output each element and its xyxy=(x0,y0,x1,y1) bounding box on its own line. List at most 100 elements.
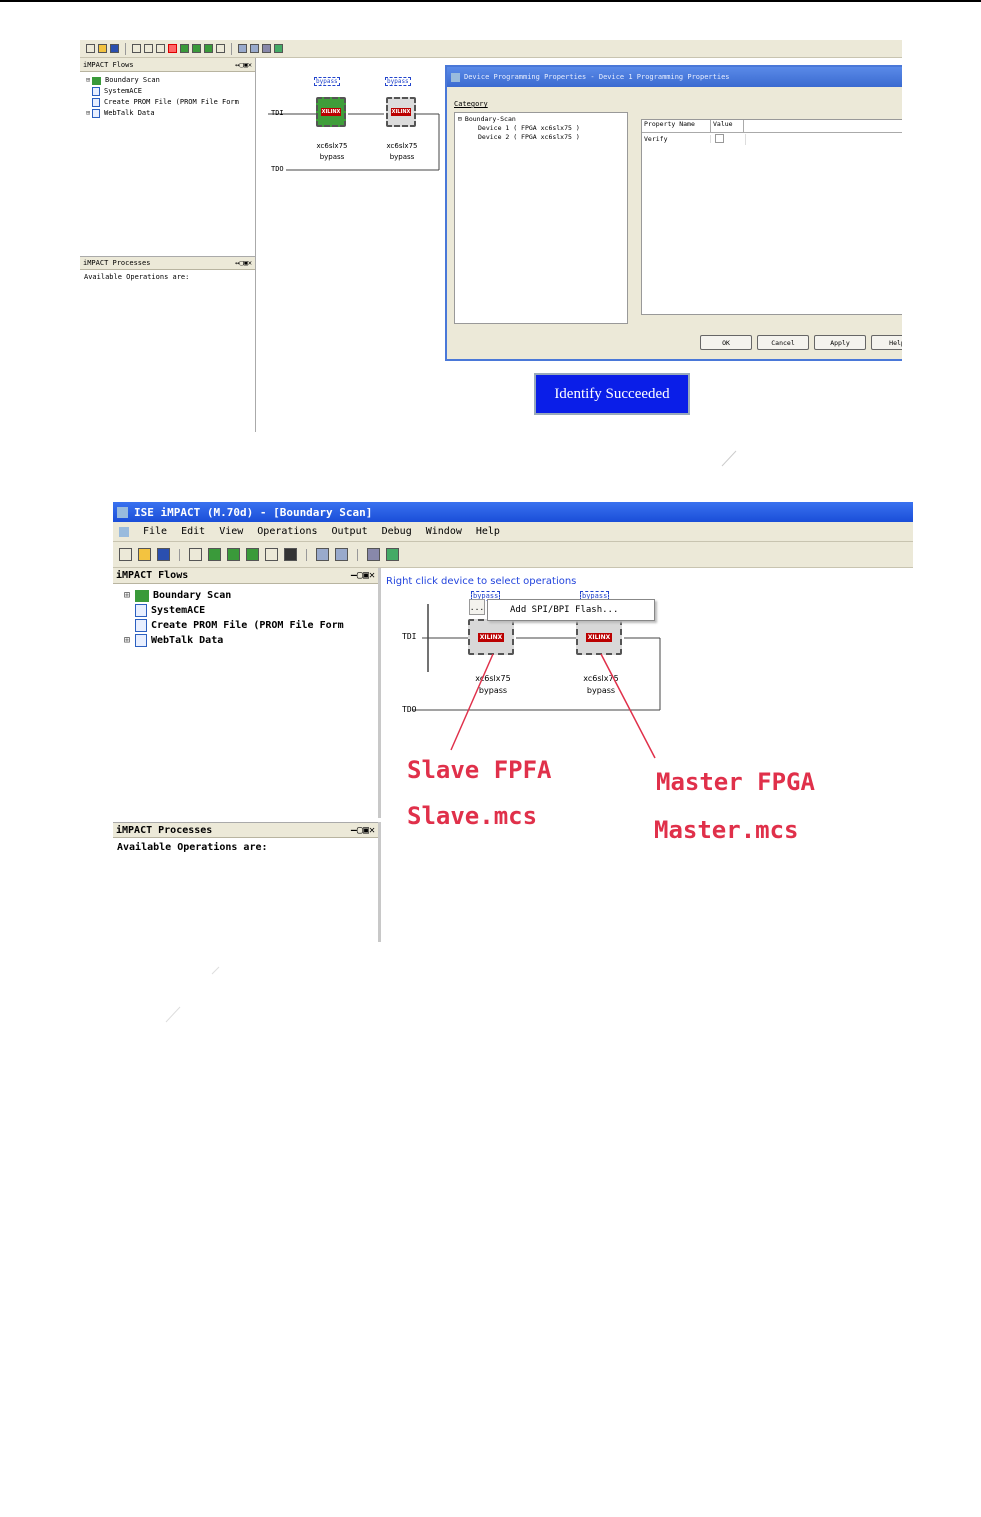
panel-controls[interactable]: —▢▣✕ xyxy=(350,824,375,836)
device-2-chip[interactable]: XILINX xyxy=(386,97,416,127)
flows-tree: ⊞ Boundary Scan SystemACE Create PROM Fil… xyxy=(113,584,378,648)
new-icon[interactable] xyxy=(119,548,132,561)
collapse-icon[interactable]: ⊟ xyxy=(458,115,462,123)
chain-expand-icon[interactable] xyxy=(246,548,259,561)
tree-item-label: Device 1 ( FPGA xc6slx75 ) xyxy=(478,124,580,132)
device-1-file-tag[interactable]: bypass xyxy=(471,591,501,601)
slave-fpga-annotation: Slave FPFA xyxy=(407,756,552,784)
processes-text: Available Operations are: xyxy=(117,842,268,853)
tree-item-boundary-scan[interactable]: ⊞Boundary Scan xyxy=(84,75,255,86)
tree-item-label: SystemACE xyxy=(104,87,142,95)
copy-icon[interactable] xyxy=(144,44,153,53)
save-icon[interactable] xyxy=(110,44,119,53)
settings-icon[interactable] xyxy=(367,548,380,561)
tree-root-boundary-scan[interactable]: ⊟Boundary-Scan xyxy=(458,115,624,124)
chain-alt-icon[interactable] xyxy=(227,548,240,561)
verify-checkbox[interactable] xyxy=(715,133,724,143)
device-1-chip[interactable]: XILINX xyxy=(316,97,346,127)
processes-panel: iMPACT Processes —▢▣✕ Available Operatio… xyxy=(113,822,381,942)
app-icon xyxy=(117,506,128,518)
row-verify-name: Verify xyxy=(642,135,711,143)
tree-item-create-prom[interactable]: Create PROM File (PROM File Form xyxy=(119,618,378,633)
menu-operations[interactable]: Operations xyxy=(257,526,318,537)
xilinx-logo: XILINX xyxy=(477,632,505,642)
settings-icon[interactable] xyxy=(262,44,271,53)
panel-controls[interactable]: —▢▣✕ xyxy=(350,570,375,581)
artifact-stroke xyxy=(211,966,220,975)
processes-panel-title: iMPACT Processes xyxy=(116,824,213,836)
stop-icon[interactable] xyxy=(284,548,297,561)
menu-output[interactable]: Output xyxy=(331,526,368,537)
cut-icon[interactable] xyxy=(132,44,141,53)
window-icon[interactable] xyxy=(335,548,348,561)
flows-tree: ⊞Boundary Scan SystemACE Create PROM Fil… xyxy=(80,72,255,119)
panel-controls[interactable]: ↔▢▣✕ xyxy=(235,60,252,69)
menu-window[interactable]: Window xyxy=(425,526,462,537)
chain-icon[interactable] xyxy=(180,44,189,53)
menu-file[interactable]: File xyxy=(143,526,168,537)
master-fpga-annotation: Master FPGA xyxy=(656,768,815,796)
menu-view[interactable]: View xyxy=(219,526,244,537)
tree-item-boundary-scan[interactable]: ⊞ Boundary Scan xyxy=(119,588,378,603)
chain-alt-icon[interactable] xyxy=(192,44,201,53)
copy-icon[interactable] xyxy=(189,548,202,561)
chain-expand-icon[interactable] xyxy=(204,44,213,53)
toolbar-separator xyxy=(357,548,358,561)
expand-icon[interactable]: ⊞ xyxy=(123,635,131,646)
tree-root-label: Boundary-Scan xyxy=(464,115,516,123)
toolbar-separator xyxy=(179,548,180,561)
delete-icon[interactable] xyxy=(168,44,177,53)
window-title-bar: ISE iMPACT (M.70d) - [Boundary Scan] xyxy=(113,502,913,522)
help-button[interactable]: Help xyxy=(871,335,902,350)
screenshot-impact-boundary-scan: ISE iMPACT (M.70d) - [Boundary Scan] Fil… xyxy=(113,502,913,942)
tree-item-device-1[interactable]: Device 1 ( FPGA xc6slx75 ) xyxy=(458,124,624,133)
processes-text: Available Operations are: xyxy=(84,273,190,281)
tree-item-label: Boundary Scan xyxy=(153,590,232,601)
cancel-button[interactable]: Cancel xyxy=(757,335,809,350)
open-icon[interactable] xyxy=(98,44,107,53)
open-icon[interactable] xyxy=(138,548,151,561)
panel-controls[interactable]: ↔▢▣✕ xyxy=(235,259,252,267)
expand-icon[interactable]: ⊞ xyxy=(123,590,131,601)
annotation-arrows xyxy=(450,653,656,759)
chain-icon[interactable] xyxy=(208,548,221,561)
flows-panel-header: iMPACT Flows ↔▢▣✕ xyxy=(80,58,255,72)
window-icon[interactable] xyxy=(250,44,259,53)
tdi-label: TDI xyxy=(402,632,417,641)
save-icon[interactable] xyxy=(157,548,170,561)
device-1-chip[interactable]: XILINX xyxy=(468,619,514,655)
help-icon[interactable] xyxy=(386,548,399,561)
tree-item-webtalk[interactable]: ⊞WebTalk Data xyxy=(84,108,255,119)
screenshot-impact-programming-properties: iMPACT Flows ↔▢▣✕ ⊞Boundary Scan SystemA… xyxy=(80,40,902,432)
new-icon[interactable] xyxy=(86,44,95,53)
apply-button[interactable]: Apply xyxy=(814,335,866,350)
menu-help[interactable]: Help xyxy=(475,526,500,537)
page-top-rule xyxy=(0,0,981,2)
ok-button[interactable]: OK xyxy=(700,335,752,350)
device-2-file-tag[interactable]: bypass xyxy=(385,77,411,86)
add-spi-bpi-flash-item[interactable]: Add SPI/BPI Flash... xyxy=(510,605,619,615)
context-menu-handle[interactable]: ... xyxy=(469,599,485,615)
config-icon[interactable] xyxy=(216,44,225,53)
expand-icon[interactable]: ⊞ xyxy=(85,109,91,117)
tree-item-systemace[interactable]: SystemACE xyxy=(119,603,378,618)
menu-edit[interactable]: Edit xyxy=(181,526,206,537)
device-1-file-tag[interactable]: bypass xyxy=(314,77,340,86)
tree-item-systemace[interactable]: SystemACE xyxy=(84,86,255,97)
window-menu-icon[interactable] xyxy=(119,526,129,537)
dialog-app-icon xyxy=(451,72,460,82)
device-1-part: xc6slx75 xyxy=(475,674,511,683)
probe-icon[interactable] xyxy=(238,44,247,53)
tdo-label: TDO xyxy=(402,705,417,714)
expand-icon[interactable]: ⊞ xyxy=(85,76,91,84)
menu-debug[interactable]: Debug xyxy=(381,526,412,537)
tree-item-create-prom[interactable]: Create PROM File (PROM File Form xyxy=(84,97,255,108)
tree-item-device-2[interactable]: Device 2 ( FPGA xc6slx75 ) xyxy=(458,133,624,142)
paste-icon[interactable] xyxy=(156,44,165,53)
flows-panel: iMPACT Flows ↔▢▣✕ ⊞Boundary Scan SystemA… xyxy=(80,58,256,256)
help-icon[interactable] xyxy=(274,44,283,53)
config-icon[interactable] xyxy=(265,548,278,561)
probe-icon[interactable] xyxy=(316,548,329,561)
device-2-mode: bypass xyxy=(389,153,415,161)
tree-item-webtalk[interactable]: ⊞WebTalk Data xyxy=(119,633,378,648)
